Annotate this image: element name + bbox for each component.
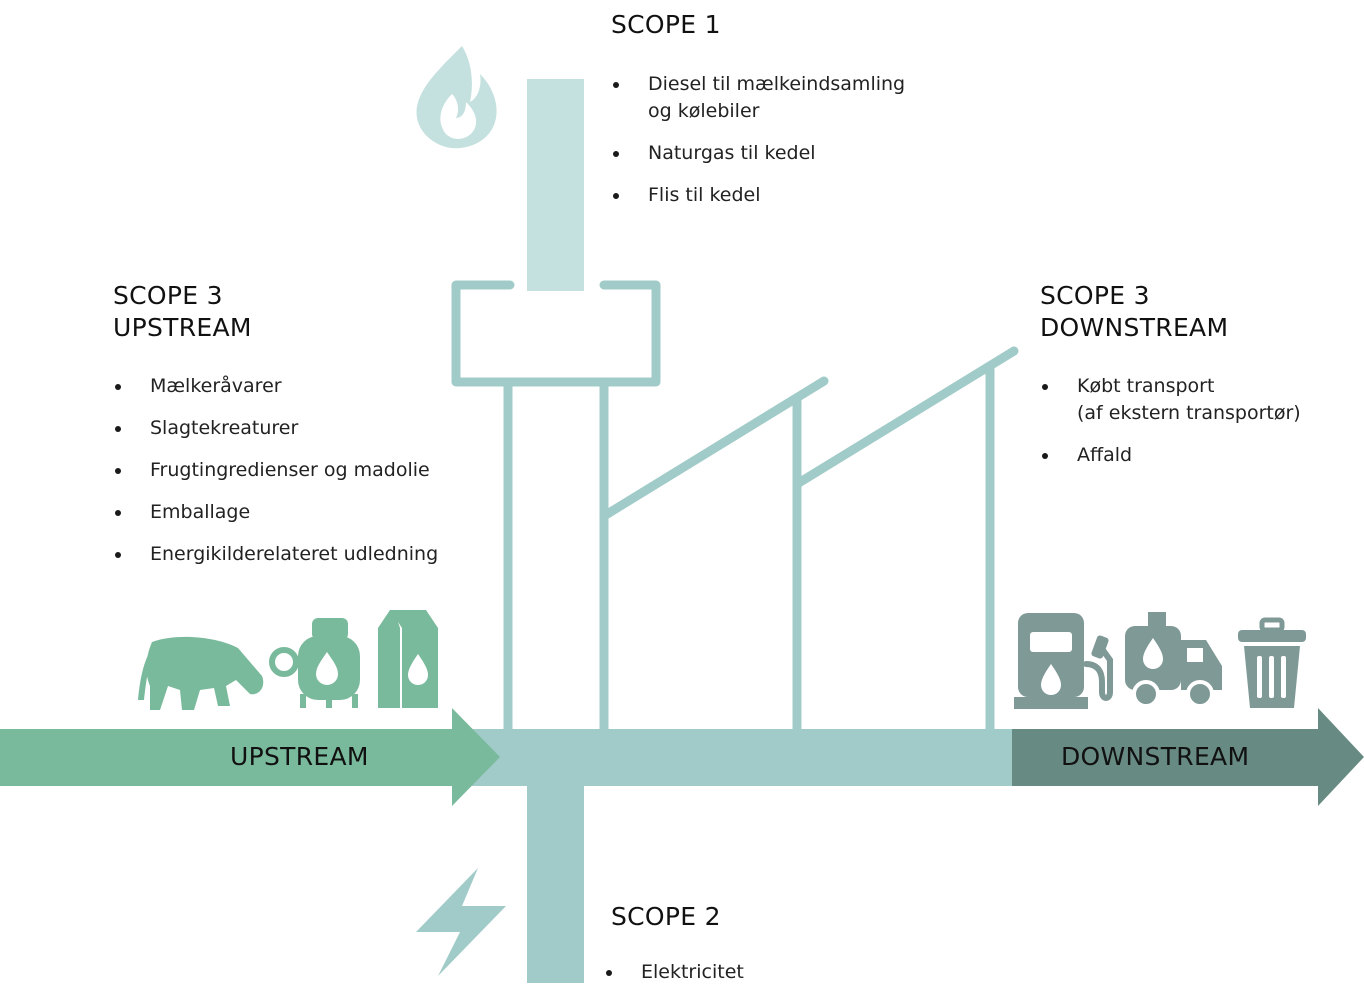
scope1-chimney [527,79,584,291]
milk-tank-icon [269,618,360,708]
list-item: Elektricitet [604,959,744,986]
scope3-downstream-title-line1: SCOPE 3 [1040,281,1150,310]
downstream-item-transport-line1: Købt transport [1077,375,1215,397]
scope2-bar [527,784,584,983]
cow-icon [138,636,264,710]
scope3-upstream-title: SCOPE 3 UPSTREAM [113,280,252,344]
scope3-upstream-title-line1: SCOPE 3 [113,281,223,310]
upstream-arrow [0,708,500,806]
scope3-downstream-list: Købt transport (af ekstern transportør) … [1040,373,1301,484]
list-item: Naturgas til kedel [611,140,905,167]
downstream-item-affald: Affald [1077,444,1133,466]
scope2-title: SCOPE 2 [611,902,721,931]
list-item: Slagtekreaturer [113,415,438,442]
tanker-truck-icon [1125,612,1222,708]
list-item: Emballage [113,499,438,526]
scope3-downstream-title-line2: DOWNSTREAM [1040,313,1229,342]
scope1-item-diesel-line2: og kølebiler [648,100,760,122]
scope3-upstream-title-line2: UPSTREAM [113,313,252,342]
fuel-pump-icon [1014,613,1113,709]
downstream-item-transport-line2: (af ekstern transportør) [1077,402,1301,424]
milk-carton-icon [378,610,438,708]
list-item: Affald [1040,442,1301,469]
scope3-upstream-list: Mælkeråvarer Slagtekreaturer Frugtingred… [113,373,438,583]
scope1-item-naturgas: Naturgas til kedel [648,142,816,164]
upstream-item-maelkeravarer: Mælkeråvarer [150,375,282,397]
trash-can-icon [1238,617,1306,708]
upstream-item-frugtingredienser: Frugtingredienser og madolie [150,459,430,481]
scope3-downstream-title: SCOPE 3 DOWNSTREAM [1040,280,1228,344]
list-item: Frugtingredienser og madolie [113,457,438,484]
upstream-label: UPSTREAM [230,742,369,771]
downstream-label: DOWNSTREAM [1061,742,1250,771]
scope2-list: Elektricitet [604,959,744,1001]
scope1-list: Diesel til mælkeindsamling og kølebiler … [611,71,905,224]
flame-icon [416,46,497,149]
scope1-item-flis: Flis til kedel [648,184,761,206]
upstream-item-slagtekreaturer: Slagtekreaturer [150,417,299,439]
scope2-item-elektricitet: Elektricitet [641,961,744,983]
list-item: Flis til kedel [611,182,905,209]
center-band [452,729,1014,786]
scope1-item-diesel-line1: Diesel til mælkeindsamling [648,73,906,95]
downstream-arrow [1012,708,1364,806]
list-item: Mælkeråvarer [113,373,438,400]
scope1-title: SCOPE 1 [611,10,721,39]
upstream-item-emballage: Emballage [150,501,251,523]
list-item: Diesel til mælkeindsamling og kølebiler [611,71,905,125]
list-item: Købt transport (af ekstern transportør) [1040,373,1301,427]
factory-outline [451,280,1019,735]
lightning-icon [416,868,506,976]
list-item: Energikilderelateret udledning [113,541,438,568]
upstream-item-energikilde: Energikilderelateret udledning [150,543,439,565]
